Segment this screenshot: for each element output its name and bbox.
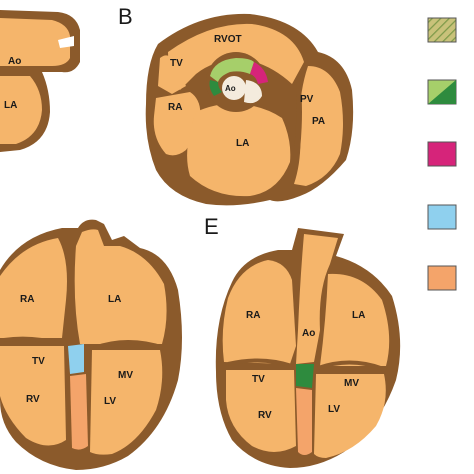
panel-a-label-la: LA (4, 100, 17, 111)
panel-e-label-ao: Ao (302, 328, 315, 339)
panel-e-la-chamber (320, 273, 390, 366)
panel-d-la-chamber (74, 229, 167, 344)
legend-swatch-magenta (427, 141, 457, 167)
panel-d-mv-leaflet (93, 340, 165, 350)
panel-b-la-chamber (187, 103, 291, 197)
panel-b-label-tv: TV (170, 58, 183, 69)
legend-swatch-green-split (427, 79, 457, 105)
legend-swatch-hatched (427, 17, 457, 43)
panel-e-lv-chamber (314, 374, 386, 458)
panel-b-ao-circle (222, 76, 246, 100)
panel-b-label-ao: Ao (225, 84, 236, 93)
panel-b-label-pa: PA (312, 116, 325, 127)
legend (427, 17, 457, 291)
panel-e-orange-septum (296, 388, 312, 455)
panel-b-label-la: LA (236, 138, 249, 149)
panel-e-mv-leaflet (317, 360, 387, 372)
panel-b-tv-chamber (158, 55, 186, 94)
panel-a-label-ao: Ao (8, 56, 21, 67)
panel-b-green-dark-segment (209, 80, 222, 96)
panel-d-label-lv: LV (104, 396, 116, 407)
panel-a-aorta-chamber (0, 18, 70, 66)
panel-e-label-ra: RA (246, 310, 260, 321)
panel-e-tv-leaflet (227, 358, 293, 368)
panel-b-magenta-segment (250, 62, 268, 84)
panel-e: E RA Ao LA TV MV RV LV (204, 214, 401, 468)
panel-e-green-segment (296, 364, 314, 388)
panel-d: RA LA TV MV RV LV (0, 219, 182, 470)
panel-e-label-lv: LV (328, 404, 340, 415)
panel-d-label-ra: RA (20, 294, 34, 305)
panel-d-lv-chamber (90, 350, 163, 455)
panel-e-label-rv: RV (258, 410, 272, 421)
panel-b-green-segment (210, 58, 254, 82)
panel-a-la-chamber (0, 76, 42, 144)
panel-b: B RVOT TV RA Ao PV PA LA (118, 4, 354, 206)
panel-d-blue-segment (68, 344, 84, 374)
panel-b-valve-cusp (244, 80, 262, 104)
panel-b-label-ra: RA (168, 102, 182, 113)
panel-b-letter: B (118, 4, 133, 29)
panel-d-orange-septum (70, 374, 88, 450)
panel-e-rv-chamber (226, 370, 296, 452)
panel-a-white-leaflet (58, 36, 74, 48)
panel-a: Ao LA (0, 10, 80, 152)
panel-d-ra-chamber (0, 238, 67, 338)
panel-e-label-mv: MV (344, 378, 359, 389)
panel-b-pa-vessel (294, 66, 343, 186)
panel-e-label-tv: TV (252, 374, 265, 385)
legend-swatch-orange (427, 265, 457, 291)
legend-swatch-blue (427, 204, 457, 230)
panel-d-label-la: LA (108, 294, 121, 305)
panel-e-letter: E (204, 214, 219, 239)
panel-d-rv-chamber (0, 346, 66, 446)
panel-e-label-la: LA (352, 310, 365, 321)
panel-b-label-rvot: RVOT (214, 34, 242, 45)
panel-d-label-mv: MV (118, 370, 133, 381)
panel-d-tv-leaflet (3, 336, 61, 346)
panel-e-ra-chamber (222, 260, 296, 364)
panel-d-label-tv: TV (32, 356, 45, 367)
panel-d-label-rv: RV (26, 394, 40, 405)
panel-e-ao-vessel (296, 234, 338, 364)
panel-b-pv-wall (294, 78, 302, 150)
panel-b-label-pv: PV (300, 94, 314, 105)
